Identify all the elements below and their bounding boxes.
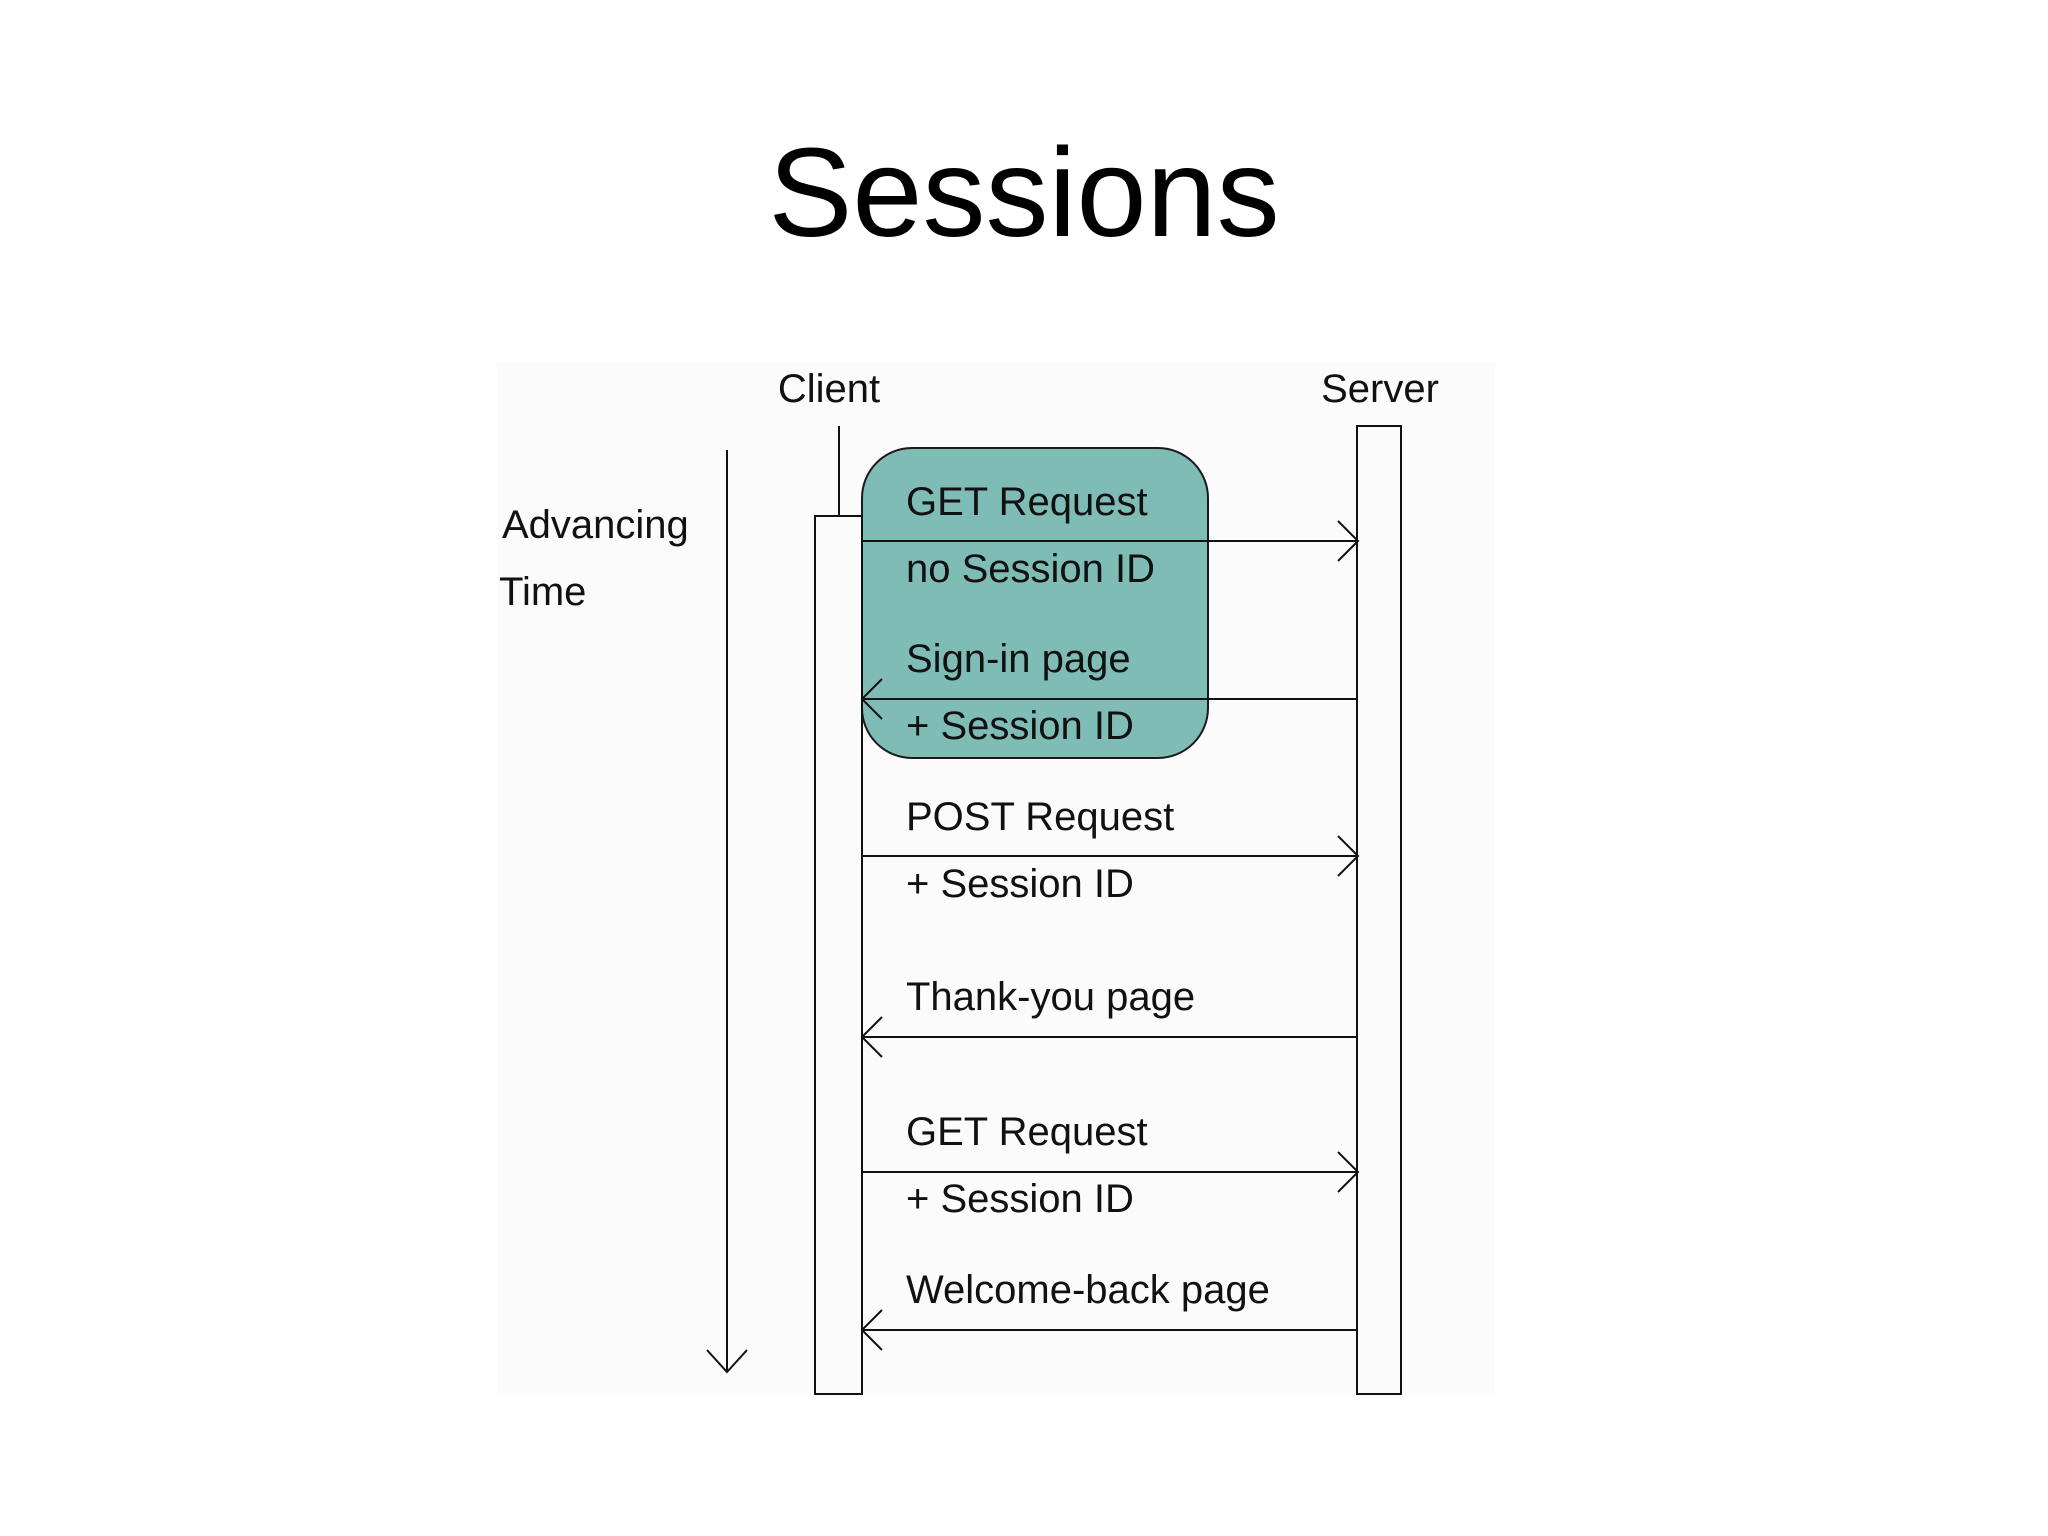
message-label-line1: Welcome-back page bbox=[906, 1268, 1270, 1312]
time-axis-arrowhead bbox=[706, 1349, 748, 1374]
message-arrowhead bbox=[860, 678, 883, 720]
client-label: Client bbox=[778, 367, 880, 411]
message-arrowhead bbox=[1337, 520, 1360, 562]
message-label-line2: + Session ID bbox=[906, 862, 1134, 906]
message-arrowhead bbox=[1337, 835, 1360, 877]
message-label-line2: + Session ID bbox=[906, 1177, 1134, 1221]
time-axis-label-line1: Advancing bbox=[502, 503, 689, 547]
message-label-line1: Thank-you page bbox=[906, 975, 1195, 1019]
slide-title: Sessions bbox=[768, 122, 1280, 263]
message-sign-in-page: Sign-in page + Session ID bbox=[860, 637, 1358, 748]
client-activation-bar bbox=[814, 515, 863, 1395]
message-label-line1: GET Request bbox=[906, 480, 1148, 524]
message-label-line1: POST Request bbox=[906, 795, 1174, 839]
message-arrowhead bbox=[1337, 1151, 1360, 1193]
message-arrowhead bbox=[860, 1309, 883, 1351]
message-thank-you-page: Thank-you page bbox=[860, 975, 1358, 1058]
message-welcome-back-page: Welcome-back page bbox=[860, 1268, 1358, 1351]
message-label-line1: Sign-in page bbox=[906, 637, 1131, 681]
message-get-request-1: GET Request no Session ID bbox=[862, 480, 1360, 591]
message-label-line1: GET Request bbox=[906, 1110, 1148, 1154]
server-activation-bar bbox=[1356, 425, 1402, 1395]
message-label-line2: no Session ID bbox=[906, 547, 1155, 591]
time-axis-label-line2: Time bbox=[499, 570, 586, 614]
message-arrowhead bbox=[860, 1016, 883, 1058]
message-label-line2: + Session ID bbox=[906, 704, 1134, 748]
server-label: Server bbox=[1321, 367, 1439, 411]
message-post-request: POST Request + Session ID bbox=[862, 795, 1360, 906]
message-get-request-2: GET Request + Session ID bbox=[862, 1110, 1360, 1221]
